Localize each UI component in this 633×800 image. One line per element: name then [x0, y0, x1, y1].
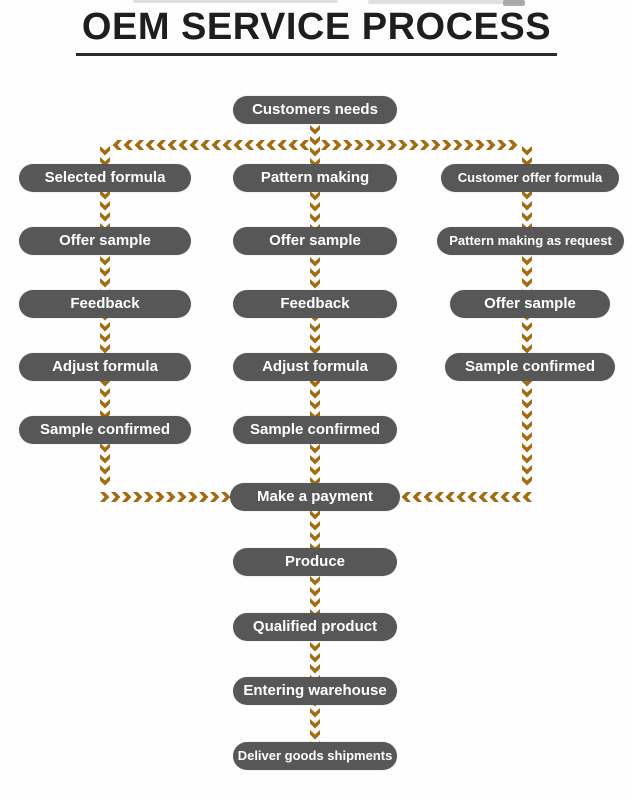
- node-sample-confirmed-left: Sample confirmed: [19, 416, 191, 444]
- node-entering-warehouse: Entering warehouse: [233, 677, 397, 705]
- node-make-a-payment: Make a payment: [230, 483, 400, 511]
- title-container: OEM SERVICE PROCESS: [0, 6, 633, 56]
- node-feedback-left: Feedback: [19, 290, 191, 318]
- node-sample-confirmed-right: Sample confirmed: [445, 353, 615, 381]
- node-customer-offer-formula: Customer offer formula: [441, 164, 619, 192]
- node-deliver-goods-shipments: Deliver goods shipments: [233, 742, 397, 770]
- page-title: OEM SERVICE PROCESS: [75, 6, 558, 56]
- top-edge-artifact-left: [133, 0, 338, 3]
- node-sample-confirmed-middle: Sample confirmed: [233, 416, 397, 444]
- node-feedback-middle: Feedback: [233, 290, 397, 318]
- node-offer-sample-right: Offer sample: [450, 290, 610, 318]
- node-qualified-product: Qualified product: [233, 613, 397, 641]
- top-edge-artifact-nub: [503, 0, 525, 6]
- node-pattern-making-as-request: Pattern making as request: [437, 227, 624, 255]
- node-offer-sample-middle: Offer sample: [233, 227, 397, 255]
- node-customers-needs: Customers needs: [233, 96, 397, 124]
- node-pattern-making: Pattern making: [233, 164, 397, 192]
- node-adjust-formula-middle: Adjust formula: [233, 353, 397, 381]
- top-edge-artifact-right: [368, 0, 524, 4]
- node-offer-sample-left: Offer sample: [19, 227, 191, 255]
- node-adjust-formula-left: Adjust formula: [19, 353, 191, 381]
- node-produce: Produce: [233, 548, 397, 576]
- node-selected-formula: Selected formula: [19, 164, 191, 192]
